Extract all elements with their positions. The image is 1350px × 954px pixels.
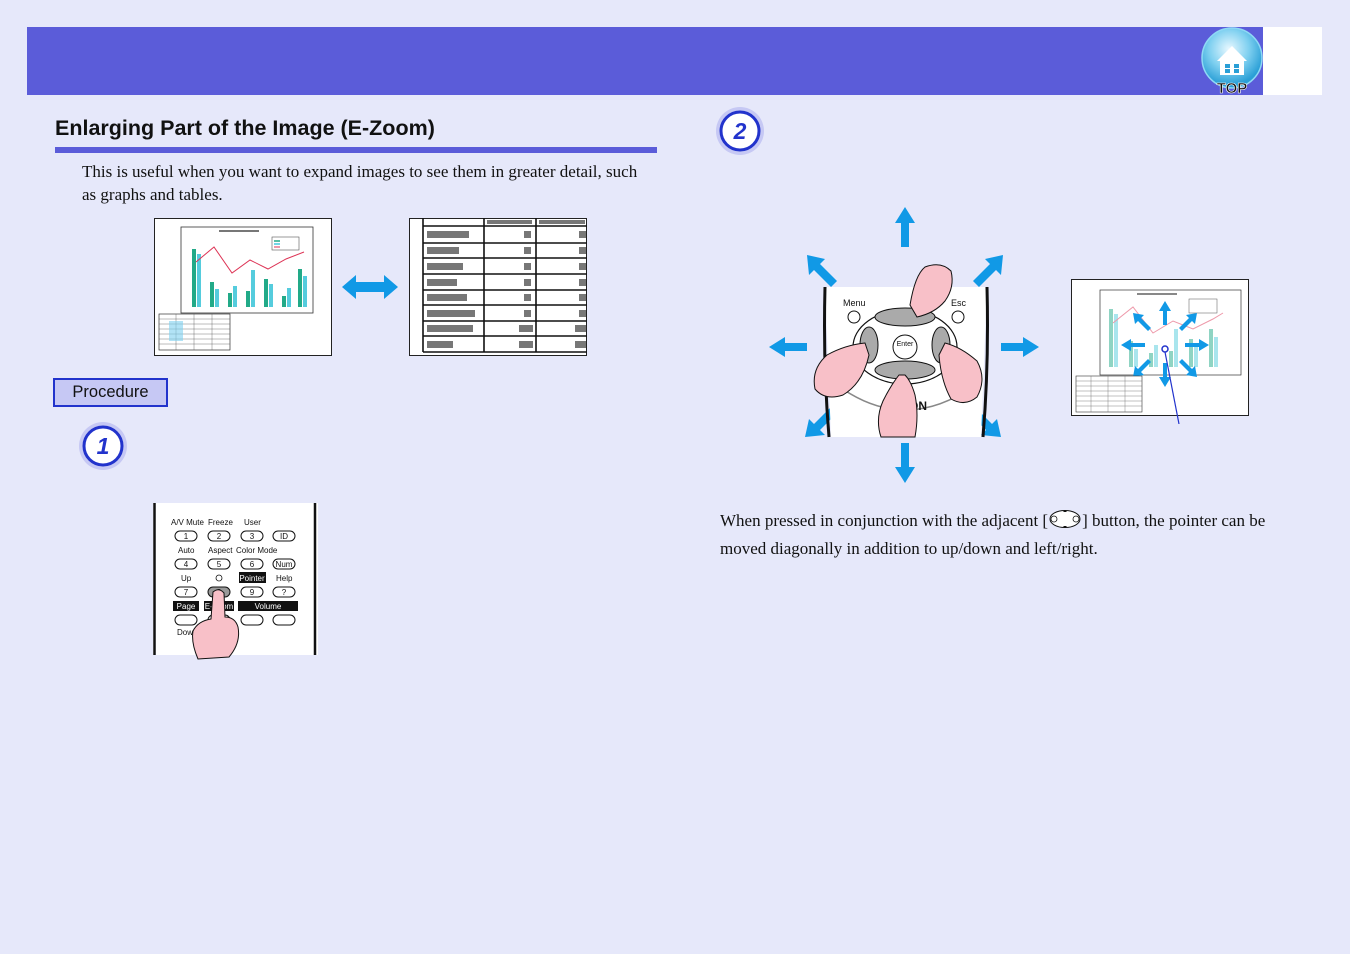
direction-button-icon bbox=[1048, 509, 1082, 536]
key-1: 1 bbox=[184, 532, 189, 541]
key-2: 2 bbox=[217, 532, 222, 541]
label-user: User bbox=[244, 518, 261, 527]
projected-image-pointer-figure bbox=[1071, 279, 1251, 429]
pressing-finger-icon bbox=[192, 589, 240, 660]
label-auto: Auto bbox=[178, 546, 195, 555]
label-av-mute: A/V Mute bbox=[171, 518, 204, 527]
label-aspect: Aspect bbox=[208, 546, 233, 555]
label-down: Down bbox=[177, 628, 197, 637]
label-help: Help bbox=[276, 574, 293, 583]
chart-thumbnail-figure bbox=[154, 218, 332, 361]
label-volume: Volume bbox=[255, 602, 282, 611]
label-menu: Menu bbox=[843, 298, 866, 308]
label-freeze: Freeze bbox=[208, 518, 233, 527]
key-7: 7 bbox=[184, 588, 189, 597]
pressing-fingers-icon bbox=[813, 264, 983, 438]
label-color-mode: Color Mode bbox=[236, 546, 278, 555]
section-title: Enlarging Part of the Image (E-Zoom) bbox=[55, 116, 435, 140]
step-2-description-after: ] button, the pointer can be moved diago… bbox=[720, 511, 1266, 558]
intro-text: This is useful when you want to expand i… bbox=[82, 162, 638, 204]
key-9: 9 bbox=[250, 588, 255, 597]
step-2-description: When pressed in conjunction with the adj… bbox=[720, 508, 1300, 561]
header-page-number-area bbox=[1263, 27, 1322, 95]
step-2-number: 2 bbox=[733, 118, 747, 144]
step-2-badge: 2 bbox=[714, 105, 766, 162]
key-4: 4 bbox=[184, 560, 189, 569]
key-num: Num bbox=[276, 560, 293, 569]
zoom-icon bbox=[215, 574, 223, 582]
remote-control-pointer-figure: Menu Esc Enter ON bbox=[765, 205, 1045, 492]
double-arrow-icon bbox=[342, 274, 398, 305]
label-enter: Enter bbox=[897, 341, 914, 348]
label-esc: Esc bbox=[951, 298, 967, 308]
step-1-badge: 1 bbox=[77, 420, 129, 477]
pointer-direction-arrows bbox=[1121, 301, 1209, 387]
title-underline bbox=[55, 147, 657, 153]
key-5: 5 bbox=[217, 560, 222, 569]
house-icon bbox=[1217, 46, 1247, 75]
remote-control-ezoom-figure: A/V Mute Freeze User Auto Aspect Color M… bbox=[153, 503, 318, 666]
top-button[interactable]: TOP bbox=[1199, 27, 1265, 97]
key-3: 3 bbox=[250, 532, 255, 541]
top-button-label: TOP bbox=[1217, 80, 1248, 95]
procedure-label: Procedure bbox=[53, 378, 168, 407]
step-2-description-before: When pressed in conjunction with the adj… bbox=[720, 511, 1049, 530]
pointer-icon bbox=[1161, 345, 1169, 353]
key-6: 6 bbox=[250, 560, 255, 569]
step-1-number: 1 bbox=[97, 433, 110, 459]
label-up: Up bbox=[181, 574, 192, 583]
label-page: Page bbox=[177, 602, 196, 611]
zoomed-table-figure bbox=[409, 218, 587, 361]
header-bar bbox=[27, 27, 1263, 95]
key-id: ID bbox=[280, 532, 288, 541]
key-help: ? bbox=[282, 588, 287, 597]
label-pointer: Pointer bbox=[239, 574, 265, 583]
